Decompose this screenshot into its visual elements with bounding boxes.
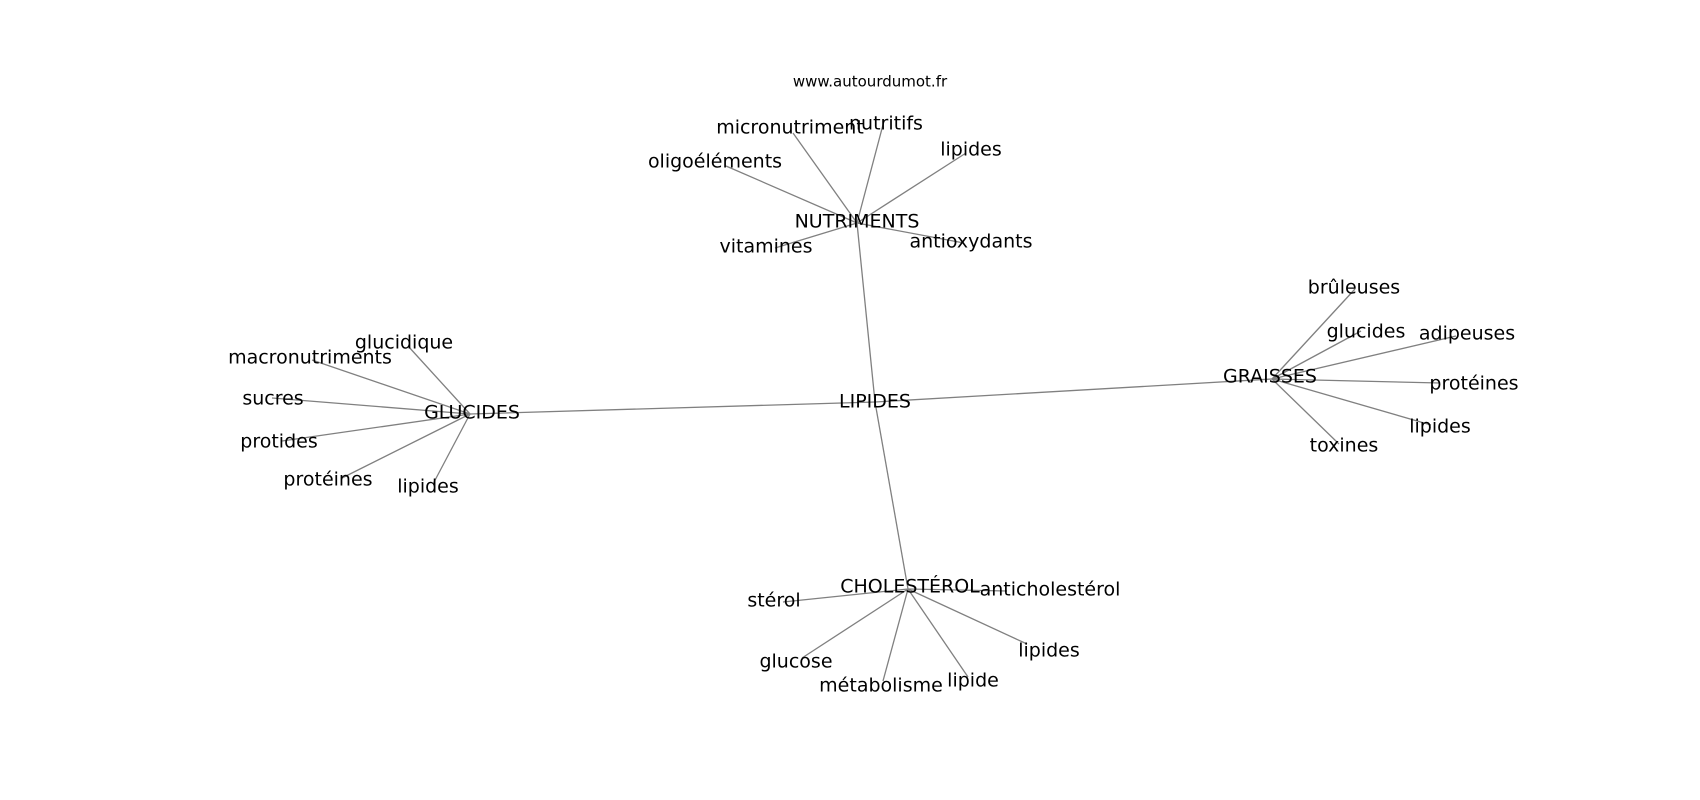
center-node-label: LIPIDES xyxy=(839,391,911,413)
edge-nutriments-2 xyxy=(856,152,967,224)
edge-cholesterol-2 xyxy=(801,588,909,659)
leaf-node-glucides-5: lipides xyxy=(397,476,459,498)
leaf-node-nutriments-5: antioxydants xyxy=(909,231,1032,253)
edge-nutriments-3 xyxy=(725,165,858,224)
source-watermark: www.autourdumot.fr xyxy=(793,73,948,91)
leaf-node-glucides-1: macronutriments xyxy=(228,347,392,369)
leaf-node-cholesterol-3: métabolisme xyxy=(819,675,943,697)
leaf-node-glucides-0: glucidique xyxy=(355,332,453,354)
edge-nutriments-1 xyxy=(856,120,885,224)
leaf-node-cholesterol-2: glucose xyxy=(759,651,832,673)
leaf-node-glucides-3: protides xyxy=(240,431,317,453)
leaf-node-cholesterol-1: anticholestérol xyxy=(980,579,1121,601)
leaf-node-graisses-0: brûleuses xyxy=(1308,277,1400,299)
hub-node-nutriments: NUTRIMENTS xyxy=(795,211,920,233)
edge-cholesterol-0 xyxy=(782,588,909,603)
edge-cholesterol-4 xyxy=(907,588,969,678)
edge-graisses-0 xyxy=(1271,288,1356,380)
hub-node-graisses: GRAISSES xyxy=(1223,366,1317,388)
edge-cholesterol-3 xyxy=(882,588,909,682)
edge-nutriments-0 xyxy=(792,132,858,224)
edge-cholesterol-5 xyxy=(907,588,1028,645)
edge-cholesterol-1 xyxy=(907,588,1008,592)
edge-nutriments-5 xyxy=(856,222,965,244)
leaf-node-graisses-2: adipeuses xyxy=(1419,323,1515,345)
graph-edges xyxy=(271,120,1457,682)
edge-glucides-0 xyxy=(407,345,471,415)
edge-glucides-1 xyxy=(311,359,471,415)
leaf-node-cholesterol-4: lipide xyxy=(947,670,999,692)
edge-glucides-4 xyxy=(341,413,471,479)
edge-graisses-5 xyxy=(1271,378,1340,445)
edge-graisses-1 xyxy=(1271,330,1362,380)
edge-graisses-3 xyxy=(1271,378,1441,384)
leaf-node-glucides-2: sucres xyxy=(242,388,303,410)
leaf-node-graisses-4: lipides xyxy=(1409,416,1471,438)
leaf-node-nutriments-0: micronutriment xyxy=(716,117,864,139)
edge-center-nutriments xyxy=(856,222,876,403)
leaf-node-graisses-3: protéines xyxy=(1429,373,1518,395)
leaf-node-cholesterol-0: stérol xyxy=(747,590,800,612)
edge-glucides-3 xyxy=(281,413,471,442)
leaf-node-glucides-4: protéines xyxy=(283,469,372,491)
leaf-node-nutriments-2: lipides xyxy=(940,139,1002,161)
leaf-node-cholesterol-5: lipides xyxy=(1018,640,1080,662)
edge-center-glucides xyxy=(469,401,876,415)
leaf-node-nutriments-4: vitamines xyxy=(719,236,812,258)
graph-labels: www.autourdumot.fr LIPIDES NUTRIMENTS micr… xyxy=(228,73,1518,697)
hub-node-cholesterol: CHOLESTÉROL xyxy=(840,575,980,598)
leaf-node-nutriments-3: oligoéléments xyxy=(648,151,782,173)
leaf-node-graisses-5: toxines xyxy=(1310,435,1379,457)
leaf-node-graisses-1: glucides xyxy=(1327,321,1406,343)
edge-nutriments-4 xyxy=(774,222,858,249)
edge-glucides-5 xyxy=(432,413,471,485)
edge-glucides-2 xyxy=(271,397,471,415)
edge-graisses-2 xyxy=(1271,335,1457,380)
edge-center-graisses xyxy=(874,378,1273,403)
edge-center-cholesterol xyxy=(874,401,909,590)
hub-node-glucides: GLUCIDES xyxy=(424,402,520,424)
edge-graisses-4 xyxy=(1271,378,1432,426)
leaf-node-nutriments-1: nutritifs xyxy=(849,113,923,135)
